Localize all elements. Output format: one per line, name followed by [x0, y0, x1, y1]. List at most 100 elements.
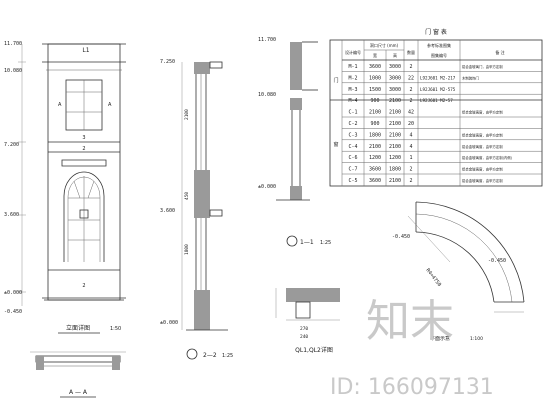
- table-cell-count: 22: [408, 75, 414, 81]
- table-header-atlas: 图集编号: [431, 52, 447, 58]
- table-group-window: 窗: [333, 141, 338, 148]
- watermark-logo: 知末: [366, 296, 454, 347]
- elevation-mark-2a: 2: [82, 146, 85, 152]
- door-window-table: [329, 39, 543, 187]
- table-cell-code: C-1: [348, 110, 357, 116]
- table-cell-width: 2100: [369, 110, 381, 116]
- table-cell-height: 3000: [389, 64, 401, 70]
- table-cell-count: 2: [409, 98, 412, 104]
- curve-level-2: -0.450: [392, 234, 410, 240]
- table-cell-height: 2100: [389, 110, 401, 116]
- elevation-mark-2b: 2: [82, 283, 85, 289]
- table-cell-count: 2: [409, 87, 412, 93]
- table-cell-width: 900: [370, 98, 379, 104]
- table-header-remark: 备 注: [495, 49, 504, 55]
- table-cell-width: 900: [370, 121, 379, 127]
- table-cell-width: 1200: [369, 155, 381, 161]
- table-cell-count: 42: [408, 110, 414, 116]
- level-11700: 11.700: [4, 41, 22, 47]
- table-cell-count: 4: [409, 144, 412, 150]
- section-22-dim-2: 1800: [184, 244, 190, 255]
- table-cell-width: 2100: [369, 144, 381, 150]
- door-window-table-title: 门 窗 表: [425, 28, 447, 36]
- section-11-level-11700: 11.700: [258, 37, 276, 43]
- table-cell-height: 3000: [389, 75, 401, 81]
- table-cell-count: 2: [409, 167, 412, 173]
- table-cell-width: 3600: [369, 64, 381, 70]
- table-cell-count: 2: [409, 178, 412, 184]
- table-cell-count: 4: [409, 132, 412, 138]
- table-header-size: 洞口尺寸 (mm): [370, 42, 399, 48]
- table-cell-remark: 铝合金玻璃窗，由甲方定制: [462, 110, 503, 115]
- ql-detail-title: QL1,QL2详图: [295, 346, 333, 354]
- curve-radius: R4=4750: [424, 268, 442, 288]
- section-22-level-7250: 7.250: [160, 59, 175, 65]
- section-11-level-0000: ±0.000: [258, 184, 276, 190]
- curve-plan-title: 平面示意: [430, 335, 450, 342]
- table-cell-code: M-4: [348, 98, 357, 104]
- table-cell-code: M-3: [348, 87, 357, 93]
- section-22-scale: 1:25: [222, 353, 233, 359]
- table-cell-code: M-1: [348, 64, 357, 70]
- table-cell-height: 1800: [389, 167, 401, 173]
- section-22-level-3600: 3.600: [160, 208, 175, 214]
- table-cell-atlas: L92J601 M2-217: [420, 75, 456, 80]
- table-cell-height: 1200: [389, 155, 401, 161]
- table-cell-code: C-6: [348, 155, 357, 161]
- table-cell-code: C-5: [348, 178, 357, 184]
- table-header-height: 高: [393, 52, 397, 58]
- section-22-drawing: [181, 61, 228, 331]
- table-cell-width: 1000: [369, 75, 381, 81]
- table-header-count: 数量: [407, 49, 415, 55]
- table-cell-atlas: L92J601 M2-57: [420, 98, 453, 103]
- level-3600: 3.600: [4, 212, 19, 218]
- table-cell-remark: 铝合金玻璃窗，由甲方定制: [462, 178, 503, 183]
- ql-dim-270: 270: [300, 326, 308, 332]
- level-7200: 7.200: [4, 142, 19, 148]
- table-cell-height: 2100: [389, 178, 401, 184]
- elevation-title: 立面详图: [66, 324, 90, 332]
- elevation-mark-a1: A: [58, 102, 62, 108]
- section-22-dim-1: 2100: [184, 109, 190, 120]
- curve-level-1: -0.450: [488, 258, 506, 264]
- table-cell-remark: 铝合金玻璃窗，由甲方定制: [462, 167, 503, 172]
- table-cell-remark: 铝合金玻璃门，由甲方定制: [462, 64, 503, 69]
- section-aa-title: A — A: [69, 389, 88, 396]
- table-cell-remark: 铝合金玻璃窗，由甲方定制: [462, 132, 503, 137]
- section-11-level-10080: 10.080: [258, 92, 276, 98]
- section-11-drawing: [276, 41, 318, 201]
- section-22-title: 2—2: [203, 352, 217, 359]
- table-cell-height: 2100: [389, 132, 401, 138]
- section-aa-drawing: [30, 351, 126, 370]
- table-cell-code: C-4: [348, 144, 357, 150]
- elevation-scale: 1:50: [110, 326, 121, 332]
- table-cell-height: 2100: [389, 121, 401, 127]
- section-22-level-0000: ±0.000: [160, 320, 178, 326]
- table-cell-count: 20: [408, 121, 414, 127]
- table-cell-width: 1500: [369, 87, 381, 93]
- section-22-dim-3: 450: [184, 192, 190, 200]
- table-cell-remark: 铝合金玻璃窗，由甲方定制(内侧): [462, 155, 513, 160]
- table-header-code: 设计编号: [345, 49, 361, 55]
- section-11-title: 1—1: [300, 239, 314, 246]
- level-0000: ±0.000: [4, 290, 22, 296]
- table-cell-code: M-2: [348, 75, 357, 81]
- table-cell-count: 2: [409, 64, 412, 70]
- table-cell-atlas: L92J601 M2-575: [420, 87, 456, 92]
- section-11-scale: 1:25: [320, 240, 331, 246]
- elevation-mark-3: 3: [82, 135, 85, 141]
- watermark-id-text: ID: 166097131: [330, 375, 494, 400]
- level-10080: 10.080: [4, 68, 22, 74]
- table-cell-width: 1800: [369, 132, 381, 138]
- level-minus-0450: -0.450: [4, 309, 22, 315]
- table-header-width: 宽: [373, 52, 377, 58]
- table-cell-code: C-2: [348, 121, 357, 127]
- table-header-ref: 参考标准图集: [427, 42, 451, 48]
- table-cell-remark: 木制装饰门: [462, 75, 480, 80]
- table-cell-code: C-7: [348, 167, 357, 173]
- table-cell-code: C-3: [348, 132, 357, 138]
- table-cell-remark: 铝合金玻璃窗，由甲方定制: [462, 144, 503, 149]
- table-group-door: 门: [333, 77, 338, 84]
